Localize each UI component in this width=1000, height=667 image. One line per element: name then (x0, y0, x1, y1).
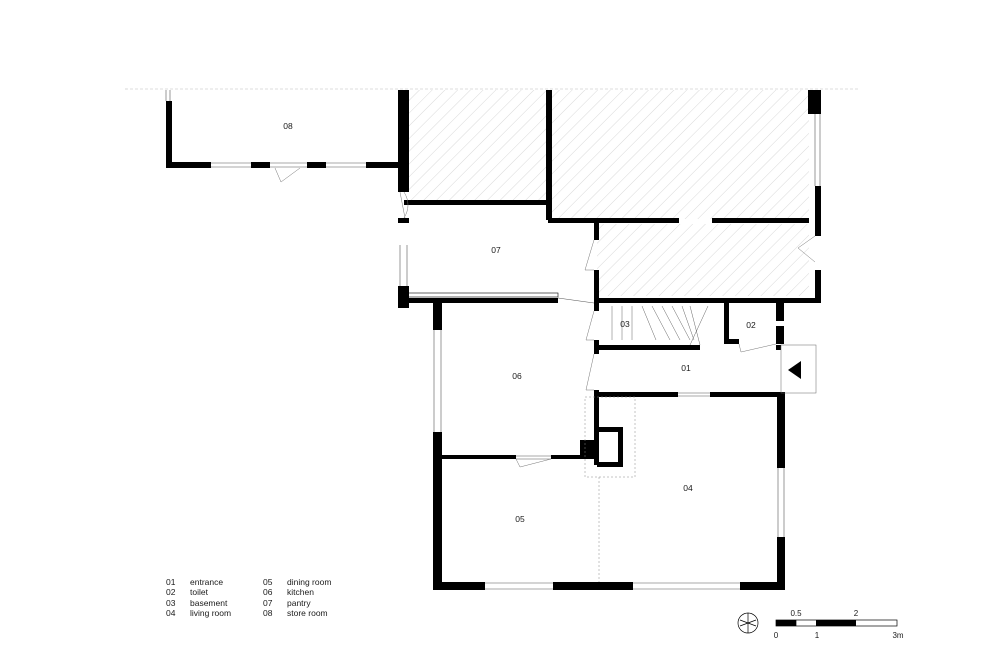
window-lines (165, 90, 821, 590)
scale-bar: 0.5 2 0 1 3m (774, 609, 904, 640)
scale-bottom-label-0: 0 (774, 631, 779, 640)
room-label-04: 04 (683, 483, 693, 493)
room-label-07: 07 (491, 245, 501, 255)
room-label-02: 02 (746, 320, 756, 330)
scale-bottom-label-1: 1 (815, 631, 820, 640)
dashed-lines (584, 396, 636, 582)
room-label-05: 05 (515, 514, 525, 524)
north-arrow-icon (737, 612, 759, 634)
entrance-arrow-icon (788, 361, 801, 379)
door-swings (274, 167, 816, 468)
room-label-08: 08 (283, 121, 293, 131)
room-label-01: 01 (681, 363, 691, 373)
scale-bottom-label-3m: 3m (892, 631, 903, 640)
basement-stairs (611, 305, 709, 346)
room-label-06: 06 (512, 371, 522, 381)
hatched-areas (409, 90, 809, 296)
scale-top-label-0-5: 0.5 (790, 609, 802, 618)
room-label-03: 03 (620, 319, 630, 329)
walls (166, 90, 821, 590)
entrance-step (780, 344, 817, 394)
scale-top-label-2: 2 (854, 609, 859, 618)
